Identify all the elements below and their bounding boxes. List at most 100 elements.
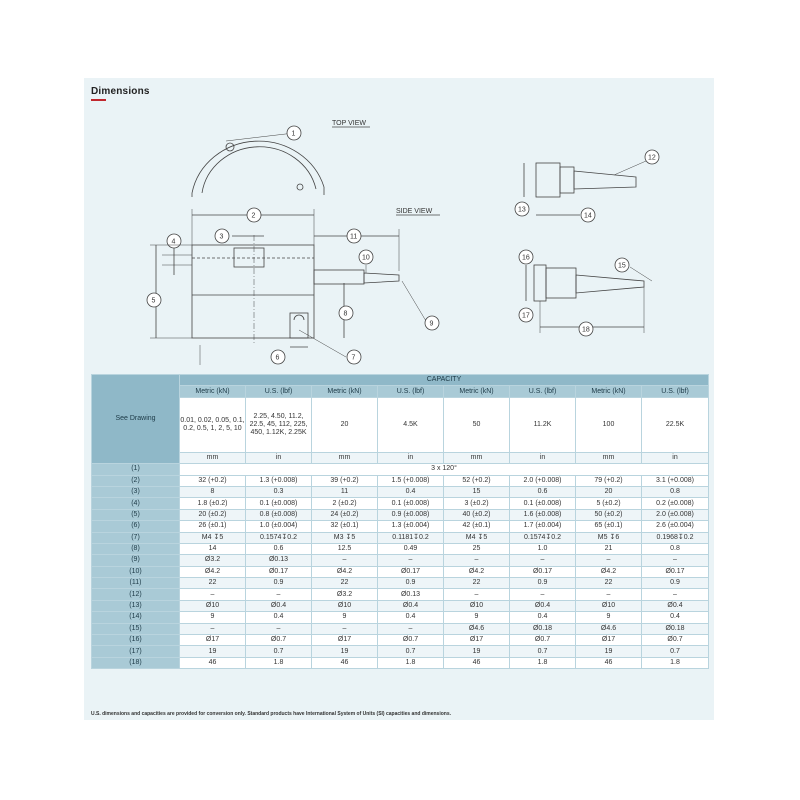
table-cell: 9 [179,611,246,624]
table-cell: 20 (±0.2) [179,508,246,522]
table-row: (2)32 (+0.2)1.3 (+0.008)39 (+0.2)1.5 (+0… [91,474,709,487]
side-view-cable [363,272,400,284]
table-cell: 0.1574↧0.2 [509,531,576,544]
table-cell: – [443,588,510,601]
table-cell: Ø10 [443,599,510,613]
table-cell: 19 [179,645,246,658]
side-view-label: SIDE VIEW [396,208,433,215]
col-header: Metric (kN) [311,385,378,398]
table-cell: 46 [179,656,246,670]
callout-15 [614,257,630,273]
table-row: (1) 3 x 120° [91,463,709,476]
table-cell: 0.4 [245,611,312,624]
table-cell: 0.49 [377,542,444,556]
table-cell: 42 (±0.1) [443,520,510,533]
table-cell: Ø10 [311,599,378,613]
table-cell: Ø0.7 [641,634,709,647]
table-cell: Ø3.2 [179,554,246,567]
row-label: (6) [91,520,180,533]
table-cell: – [179,588,246,601]
unit-cell: in [641,451,709,465]
table-cell: Ø0.4 [509,599,576,613]
table-cell: 0.1 (±0.008) [245,497,312,510]
table-cell: Ø0.18 [509,622,576,636]
callout-11 [346,228,362,244]
table-cell: 12.5 [311,542,378,556]
column-header-row: Metric (kN) U.S. (lbf) Metric (kN) U.S. … [92,385,709,398]
unit-cell: in [245,451,312,465]
row-label: (7) [91,531,180,544]
capacity-value: 20 [311,396,378,453]
table-cell: Ø17 [443,634,510,647]
table-cell: 1.0 [509,542,576,556]
col-header: Metric (kN) [575,385,642,398]
table-cell: 0.9 [377,577,444,590]
table-cell: 0.9 [509,577,576,590]
table-cell: – [377,554,444,567]
table-cell: – [179,622,246,636]
table-cell: – [311,554,378,567]
table-cell: 3.1 (+0.008) [641,474,709,487]
row-label: (17) [91,645,180,658]
table-cell: Ø17 [179,634,246,647]
table-cell: M4 ↧5 [179,531,246,544]
table-cell: 65 (±0.1) [575,520,642,533]
table-cell: 20 [575,485,642,499]
table-cell: 1.8 [509,656,576,670]
capacity-value: 11.2K [509,396,576,453]
table-cell: Ø0.17 [245,565,312,579]
table-cell: Ø0.18 [641,622,709,636]
table-cell: 0.4 [509,611,576,624]
callout-16 [518,249,534,265]
svg-text:17: 17 [522,313,530,320]
table-cell: 52 (+0.2) [443,474,510,487]
svg-text:18: 18 [582,327,590,334]
table-cell: 0.7 [245,645,312,658]
table-cell: 1.8 [377,656,444,670]
row-label: (13) [91,599,180,613]
callout-7 [346,349,362,365]
table-cell: Ø4.2 [179,565,246,579]
top-view-hole-2 [296,183,304,191]
row-label: (3) [91,485,180,499]
cable-detail-cable [573,170,637,190]
table-cell: 0.7 [509,645,576,658]
svg-text:1: 1 [292,131,296,138]
table-cell: 9 [311,611,378,624]
table-cell: 1.6 (±0.008) [509,508,576,522]
table-cell: – [311,622,378,636]
table-cell: 0.4 [641,611,709,624]
table-cell: 0.1181↧0.2 [377,531,444,544]
table-cell: 46 [311,656,378,670]
table-cell: 21 [575,542,642,556]
top-view-arc-outer [191,140,325,194]
capacity-value: 100 [575,396,642,453]
table-row: (6)26 (±0.1)1.0 (±0.004)32 (±0.1)1.3 (±0… [91,520,709,533]
side-view-thread [289,312,309,339]
table-cell: Ø0.7 [509,634,576,647]
table-cell: 22 [575,577,642,590]
table-cell: 0.4 [377,485,444,499]
callout-6 [270,349,286,365]
table-cell: 9 [575,611,642,624]
table-cell: Ø0.17 [377,565,444,579]
capacity-value: 22.5K [641,396,709,453]
table-cell: Ø0.13 [245,554,312,567]
table-cell: – [641,554,709,567]
table-cell: 1.7 (±0.004) [509,520,576,533]
row-label: (12) [91,588,180,601]
table-cell: 46 [575,656,642,670]
table-cell: 19 [575,645,642,658]
callout-10 [358,249,374,265]
table-cell: Ø0.17 [641,565,709,579]
capacity-value: 50 [443,396,510,453]
svg-text:12: 12 [648,155,656,162]
table-cell: 1.8 (±0.2) [179,497,246,510]
table-cell: 0.8 (±0.008) [245,508,312,522]
svg-text:13: 13 [518,207,526,214]
heading-accent-rule [91,99,106,101]
